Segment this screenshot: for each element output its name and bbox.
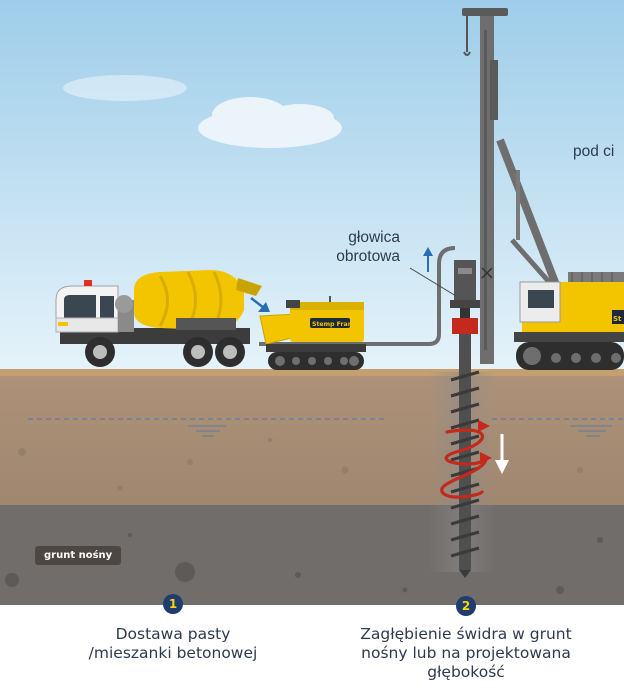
step-1-line1: Dostawa pasty (115, 625, 231, 643)
step-2-line1: Zagłębienie świdra w grunt (360, 625, 572, 643)
arrow-down-icon (495, 434, 509, 474)
cloud (63, 75, 187, 101)
step-2-line2: nośny lub na projektowana (361, 644, 571, 662)
concrete-pump: Stemp Franki (259, 296, 366, 370)
callout-leader-line (409, 267, 457, 297)
drilling-rig: St (259, 8, 624, 370)
step-1-badge: 1 (163, 594, 183, 614)
right-callout-partial: pod ci (573, 143, 615, 160)
pump-brand-label: Stemp Franki (312, 321, 358, 328)
step-1-line2: /mieszanki betonowej (88, 644, 258, 662)
rotary-head-callout: głowica obrotowa (336, 228, 400, 266)
concrete-mixer-truck (55, 270, 262, 367)
construction-scene: St (0, 0, 624, 605)
step-2-caption: Zagłębienie świdra w grunt nośny lub na … (330, 625, 602, 682)
step-1-caption: Dostawa pasty /mieszanki betonowej (73, 625, 273, 663)
rig-brand-label: St (613, 315, 622, 323)
step-2-line3: głębokość (427, 663, 505, 681)
pebbles (18, 437, 583, 491)
rotary-head-label-line1: głowica (348, 229, 400, 246)
arrow-right-icon (250, 297, 270, 312)
arrow-up-icon (423, 247, 433, 272)
soil-layer-upper (0, 372, 624, 510)
step-2-badge: 2 (456, 596, 476, 616)
bearing-ground-tag: grunt nośny (35, 546, 122, 565)
cloud (198, 97, 342, 148)
rotary-head-label-line2: obrotowa (336, 248, 400, 265)
